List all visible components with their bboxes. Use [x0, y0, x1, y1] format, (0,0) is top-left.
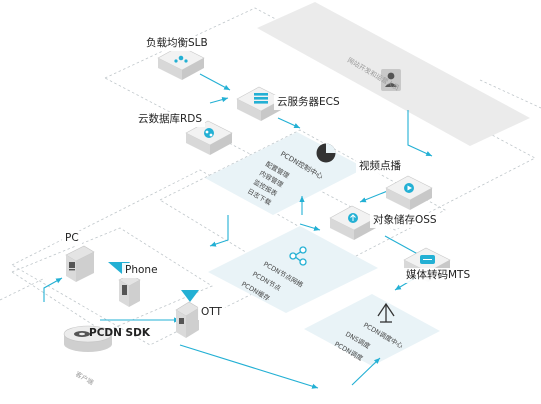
- network-nodes-icon: [174, 55, 188, 63]
- database-icon: [204, 128, 214, 138]
- monitor-icon: [65, 245, 95, 282]
- slb-box: [157, 45, 205, 80]
- oss-label: 对象储存OSS: [370, 213, 440, 228]
- server-stack-icon: [254, 93, 268, 104]
- slb-label: 负载均衡SLB: [143, 36, 211, 51]
- ecs-label: 云服务器ECS: [274, 95, 343, 110]
- mts-label: 媒体转码MTS: [403, 268, 474, 283]
- flow-arrows: [43, 73, 433, 389]
- play-icon: [404, 183, 414, 193]
- person-icon: [381, 69, 401, 91]
- vod-label: 视频点播: [356, 159, 404, 174]
- transcode-icon: [420, 255, 435, 264]
- ott-label: OTT: [198, 305, 225, 320]
- phone-label: Phone: [122, 263, 161, 278]
- share-network-icon: [289, 246, 307, 266]
- tv-box-icon: [175, 290, 200, 338]
- pc-label: PC: [62, 231, 82, 246]
- client-area: [11, 227, 213, 333]
- cloud-upload-icon: [348, 213, 358, 223]
- sdk-label: PCDN SDK: [89, 327, 150, 339]
- pie-chart-icon: [316, 143, 336, 163]
- sdk-disk-icon: [63, 325, 113, 352]
- phone-icon: [108, 262, 141, 307]
- rds-label: 云数据库RDS: [135, 112, 206, 127]
- dispatch-arrows-icon: [377, 302, 395, 323]
